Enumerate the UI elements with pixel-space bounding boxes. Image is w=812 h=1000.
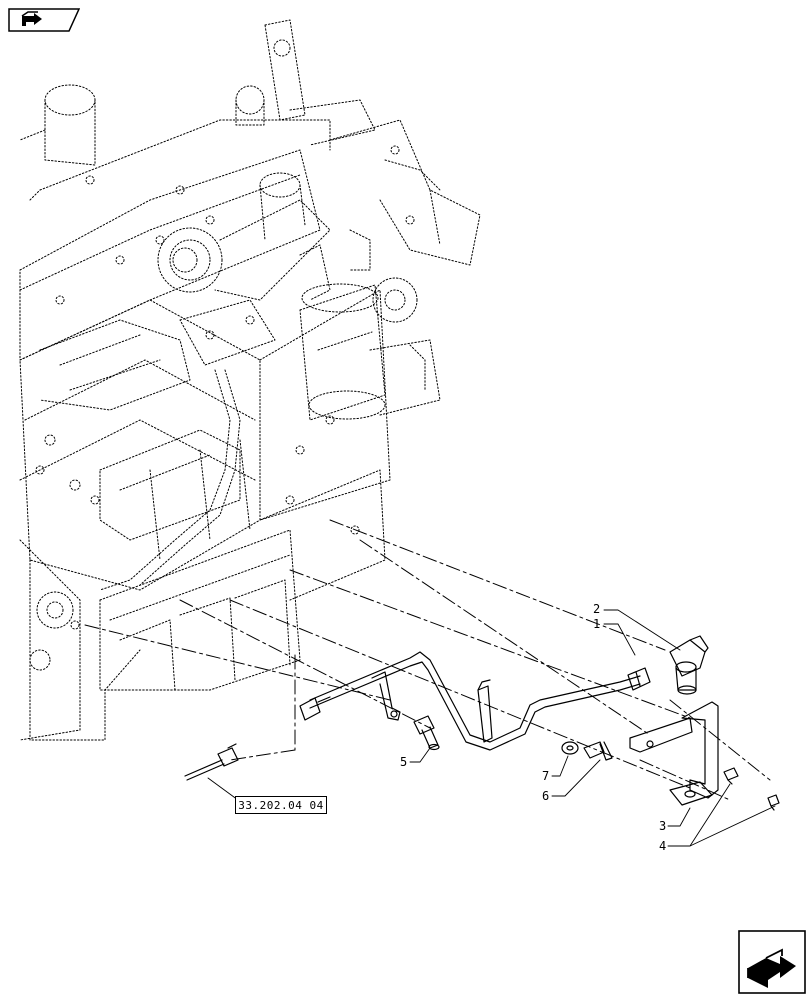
mounting-bracket <box>629 701 719 806</box>
callout-leaders <box>207 609 776 847</box>
oil-pipe-assembly <box>299 651 651 751</box>
bolt-6-and-washer-7 <box>561 741 613 761</box>
next-page-arrow-icon-graphic <box>738 930 806 994</box>
callout-3: 3 <box>659 819 667 833</box>
bolt-5 <box>413 715 440 751</box>
reference-pipe-stub <box>184 743 239 781</box>
callout-1: 1 <box>593 617 601 631</box>
callout-7: 7 <box>542 769 550 783</box>
elbow-fitting <box>669 635 709 695</box>
callout-6: 6 <box>542 789 550 803</box>
callout-2: 2 <box>593 602 601 616</box>
next-page-arrow-icon[interactable] <box>738 930 806 994</box>
callout-5: 5 <box>400 755 408 769</box>
previous-page-arrow-icon-graphic <box>8 8 81 32</box>
reference-link-box[interactable]: 33.202.04 04 <box>235 796 327 814</box>
hex-bolts <box>723 767 780 811</box>
phantom-lines <box>84 519 771 801</box>
callout-4: 4 <box>659 839 667 853</box>
engine-block <box>19 19 481 741</box>
previous-page-arrow-icon[interactable] <box>8 8 81 32</box>
